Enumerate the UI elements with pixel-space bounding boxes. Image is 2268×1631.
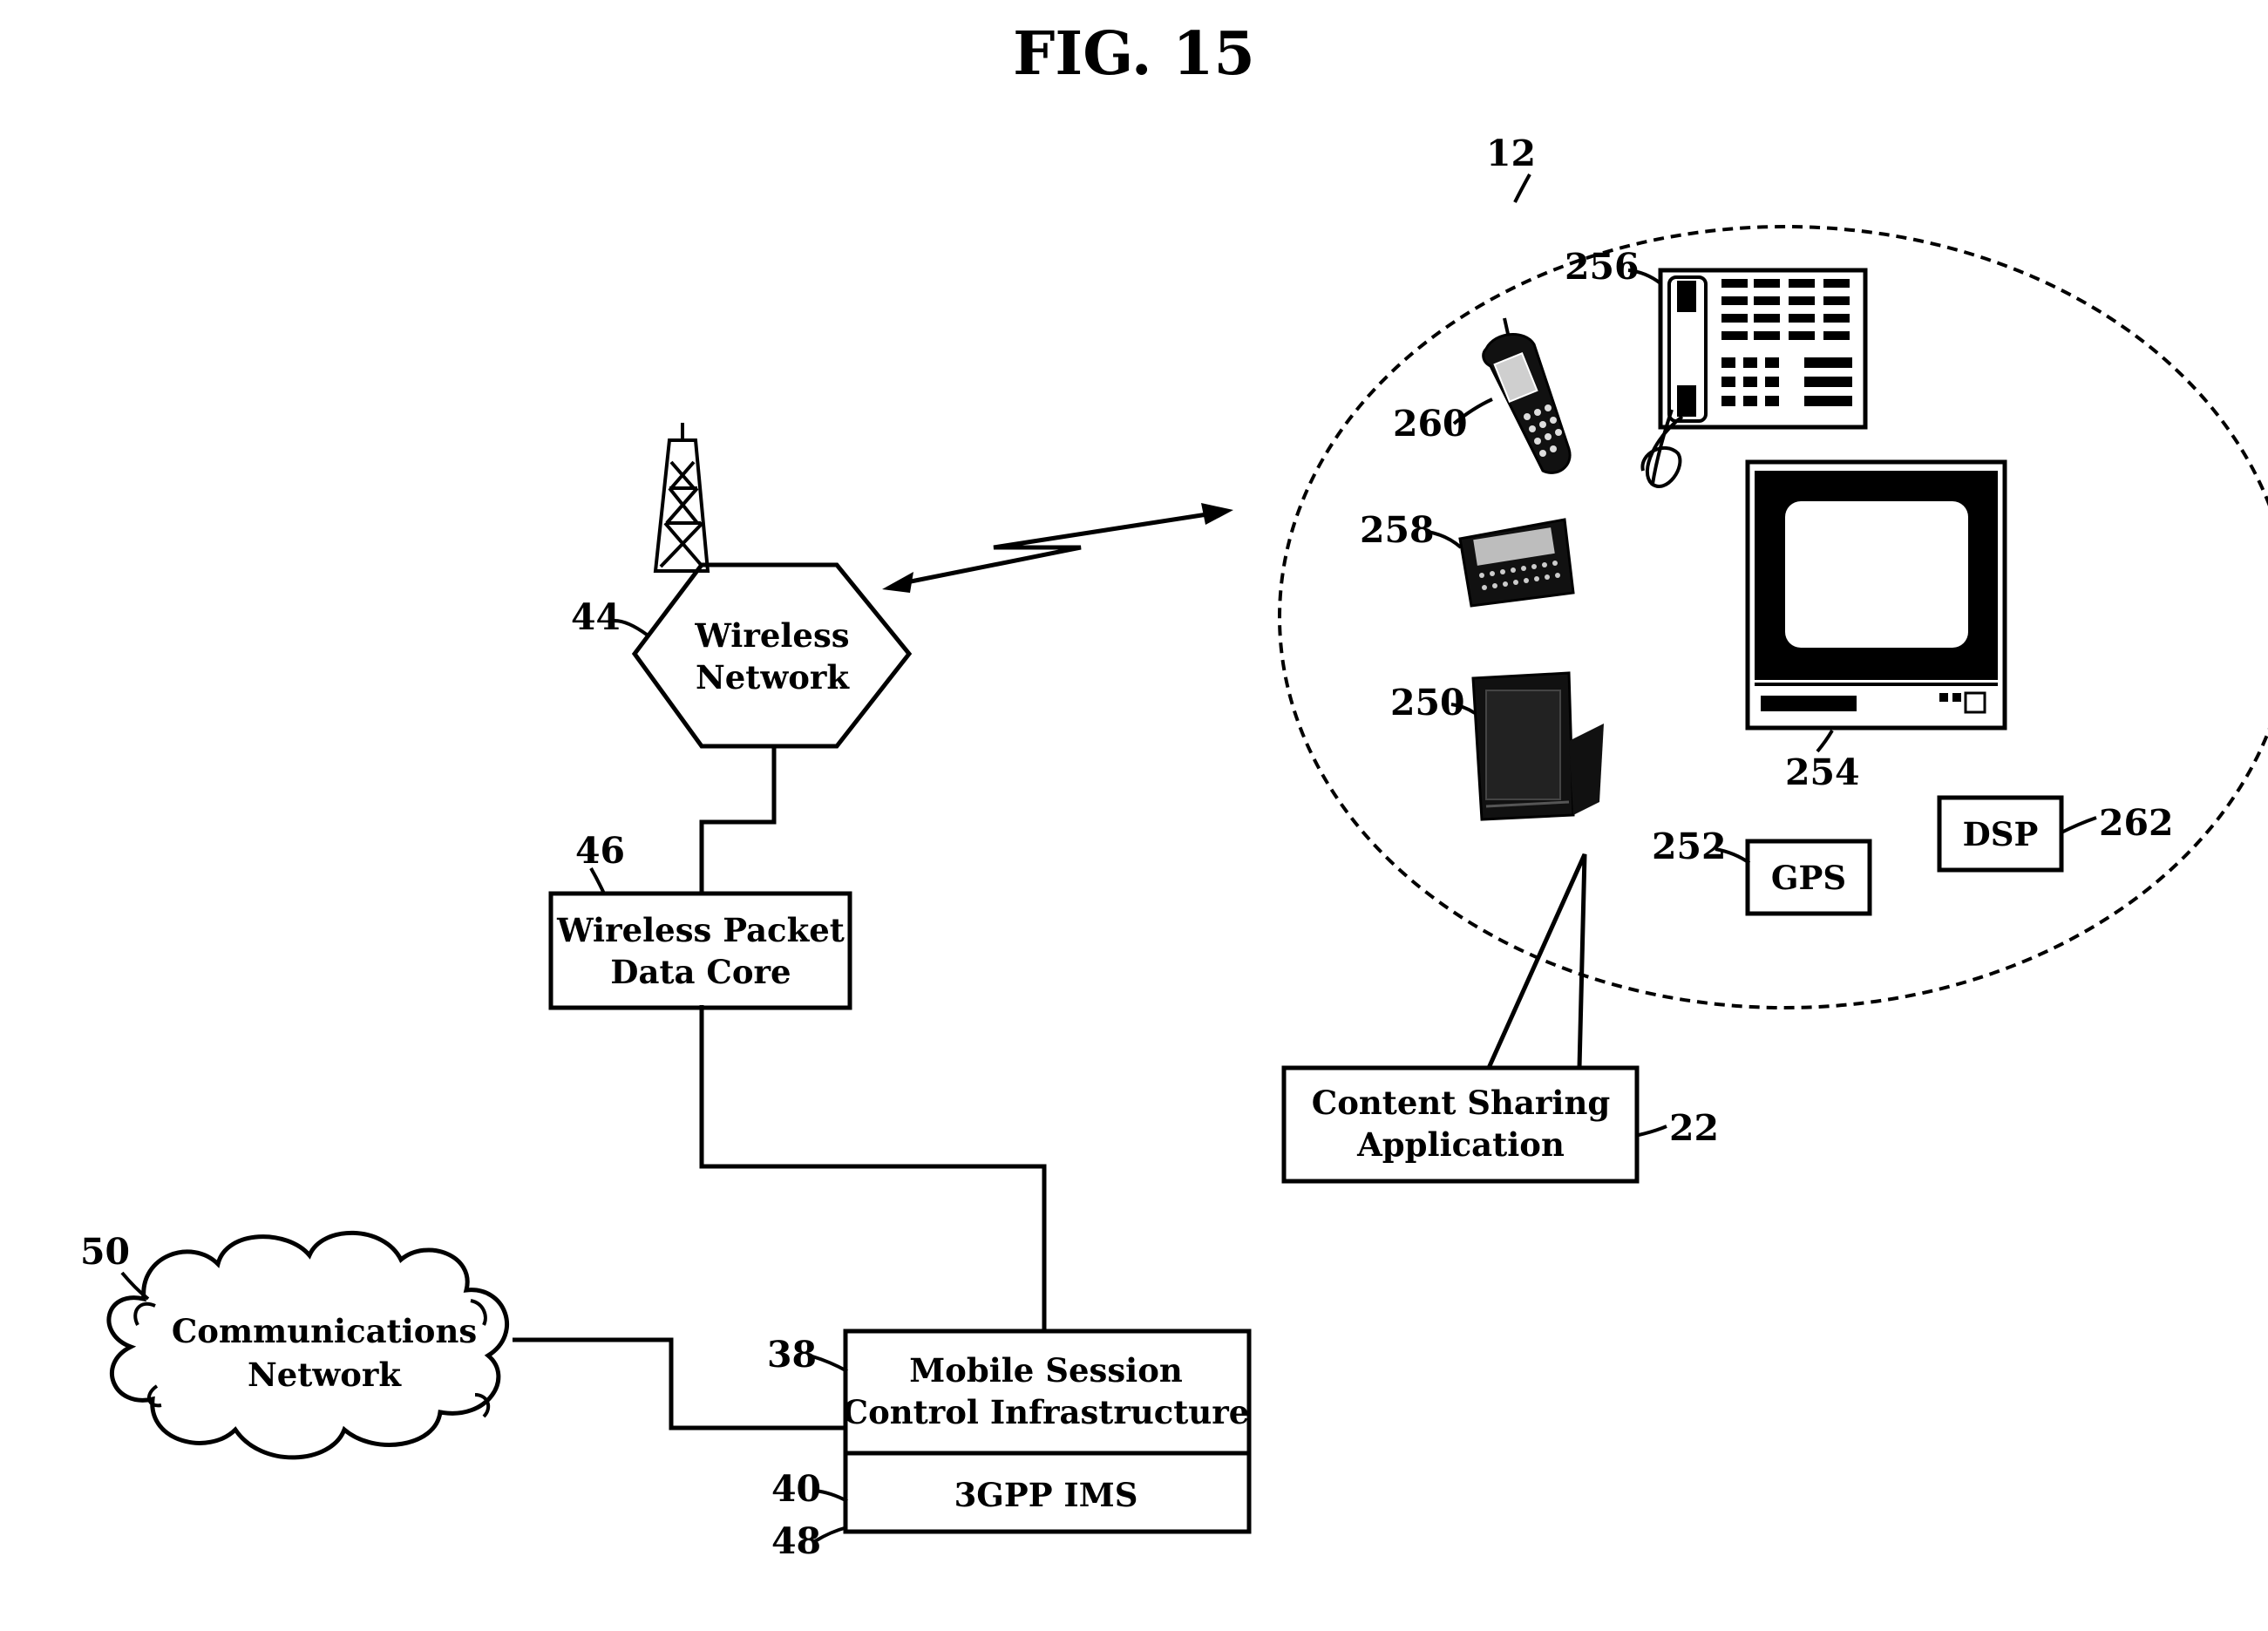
desk-phone-icon (1642, 270, 1865, 486)
dsp-node: DSP (1939, 798, 2061, 870)
mobile-session-label-line2: Control Infrastructure (843, 1393, 1250, 1431)
packet-core-label-line1: Wireless Packet (556, 911, 845, 949)
wireless-network-node: Wireless Network (635, 565, 909, 746)
television-icon (1748, 462, 2005, 728)
mobile-session-node: Mobile Session Control Infrastructure 3G… (843, 1331, 1250, 1532)
ref-device-group: 12 (1486, 133, 1536, 174)
packet-core-label-line2: Data Core (610, 953, 791, 991)
wireless-network-label-line1: Wireless (694, 616, 849, 655)
leader-device-group (1515, 174, 1530, 202)
pda-icon (1473, 673, 1604, 819)
packet-core-node: Wireless Packet Data Core (551, 894, 850, 1008)
ref-dsp: 262 (2099, 802, 2174, 844)
ims-label: 3GPP IMS (954, 1476, 1138, 1514)
ref-gps: 252 (1652, 826, 1727, 867)
wireless-network-label-line2: Network (696, 658, 850, 697)
ref-pager: 258 (1360, 509, 1435, 551)
mobile-session-label-line1: Mobile Session (909, 1351, 1183, 1390)
leader-television (1817, 731, 1832, 751)
communications-network-cloud: Communications Network (109, 1233, 507, 1458)
comm-network-label-line2: Network (248, 1356, 402, 1394)
wireless-link-arrow (882, 503, 1233, 593)
figure-title: FIG. 15 (1013, 19, 1255, 89)
cell-tower-icon (655, 423, 708, 571)
gps-label: GPS (1771, 859, 1846, 897)
content-sharing-label-line2: Application (1356, 1125, 1565, 1164)
leader-mobile-session (812, 1356, 847, 1371)
ref-comm-network: 50 (80, 1231, 130, 1273)
ref-desk-phone: 256 (1565, 246, 1640, 288)
comm-network-label-line1: Communications (172, 1312, 477, 1350)
ref-pda: 250 (1390, 682, 1465, 724)
link-network-to-core (702, 745, 774, 892)
ref-packet-core: 46 (575, 830, 625, 872)
leader-dsp (2061, 818, 2096, 832)
gps-node: GPS (1748, 841, 1870, 914)
leader-content-sharing (1639, 1126, 1667, 1135)
dsp-label: DSP (1963, 815, 2039, 853)
cell-phone-icon (1484, 318, 1570, 472)
content-sharing-node: Content Sharing Application (1284, 854, 1637, 1181)
leader-packet-core (591, 868, 604, 894)
ref-television: 254 (1785, 751, 1860, 793)
ref-ims-2: 48 (771, 1520, 821, 1562)
content-sharing-label-line1: Content Sharing (1312, 1084, 1610, 1122)
link-core-to-session (702, 1005, 1044, 1329)
ref-wireless-network: 44 (571, 596, 621, 638)
pager-icon (1460, 520, 1573, 606)
ref-mobile-session: 38 (767, 1334, 817, 1376)
ref-ims: 40 (771, 1468, 821, 1510)
ref-content-sharing: 22 (1669, 1107, 1719, 1149)
